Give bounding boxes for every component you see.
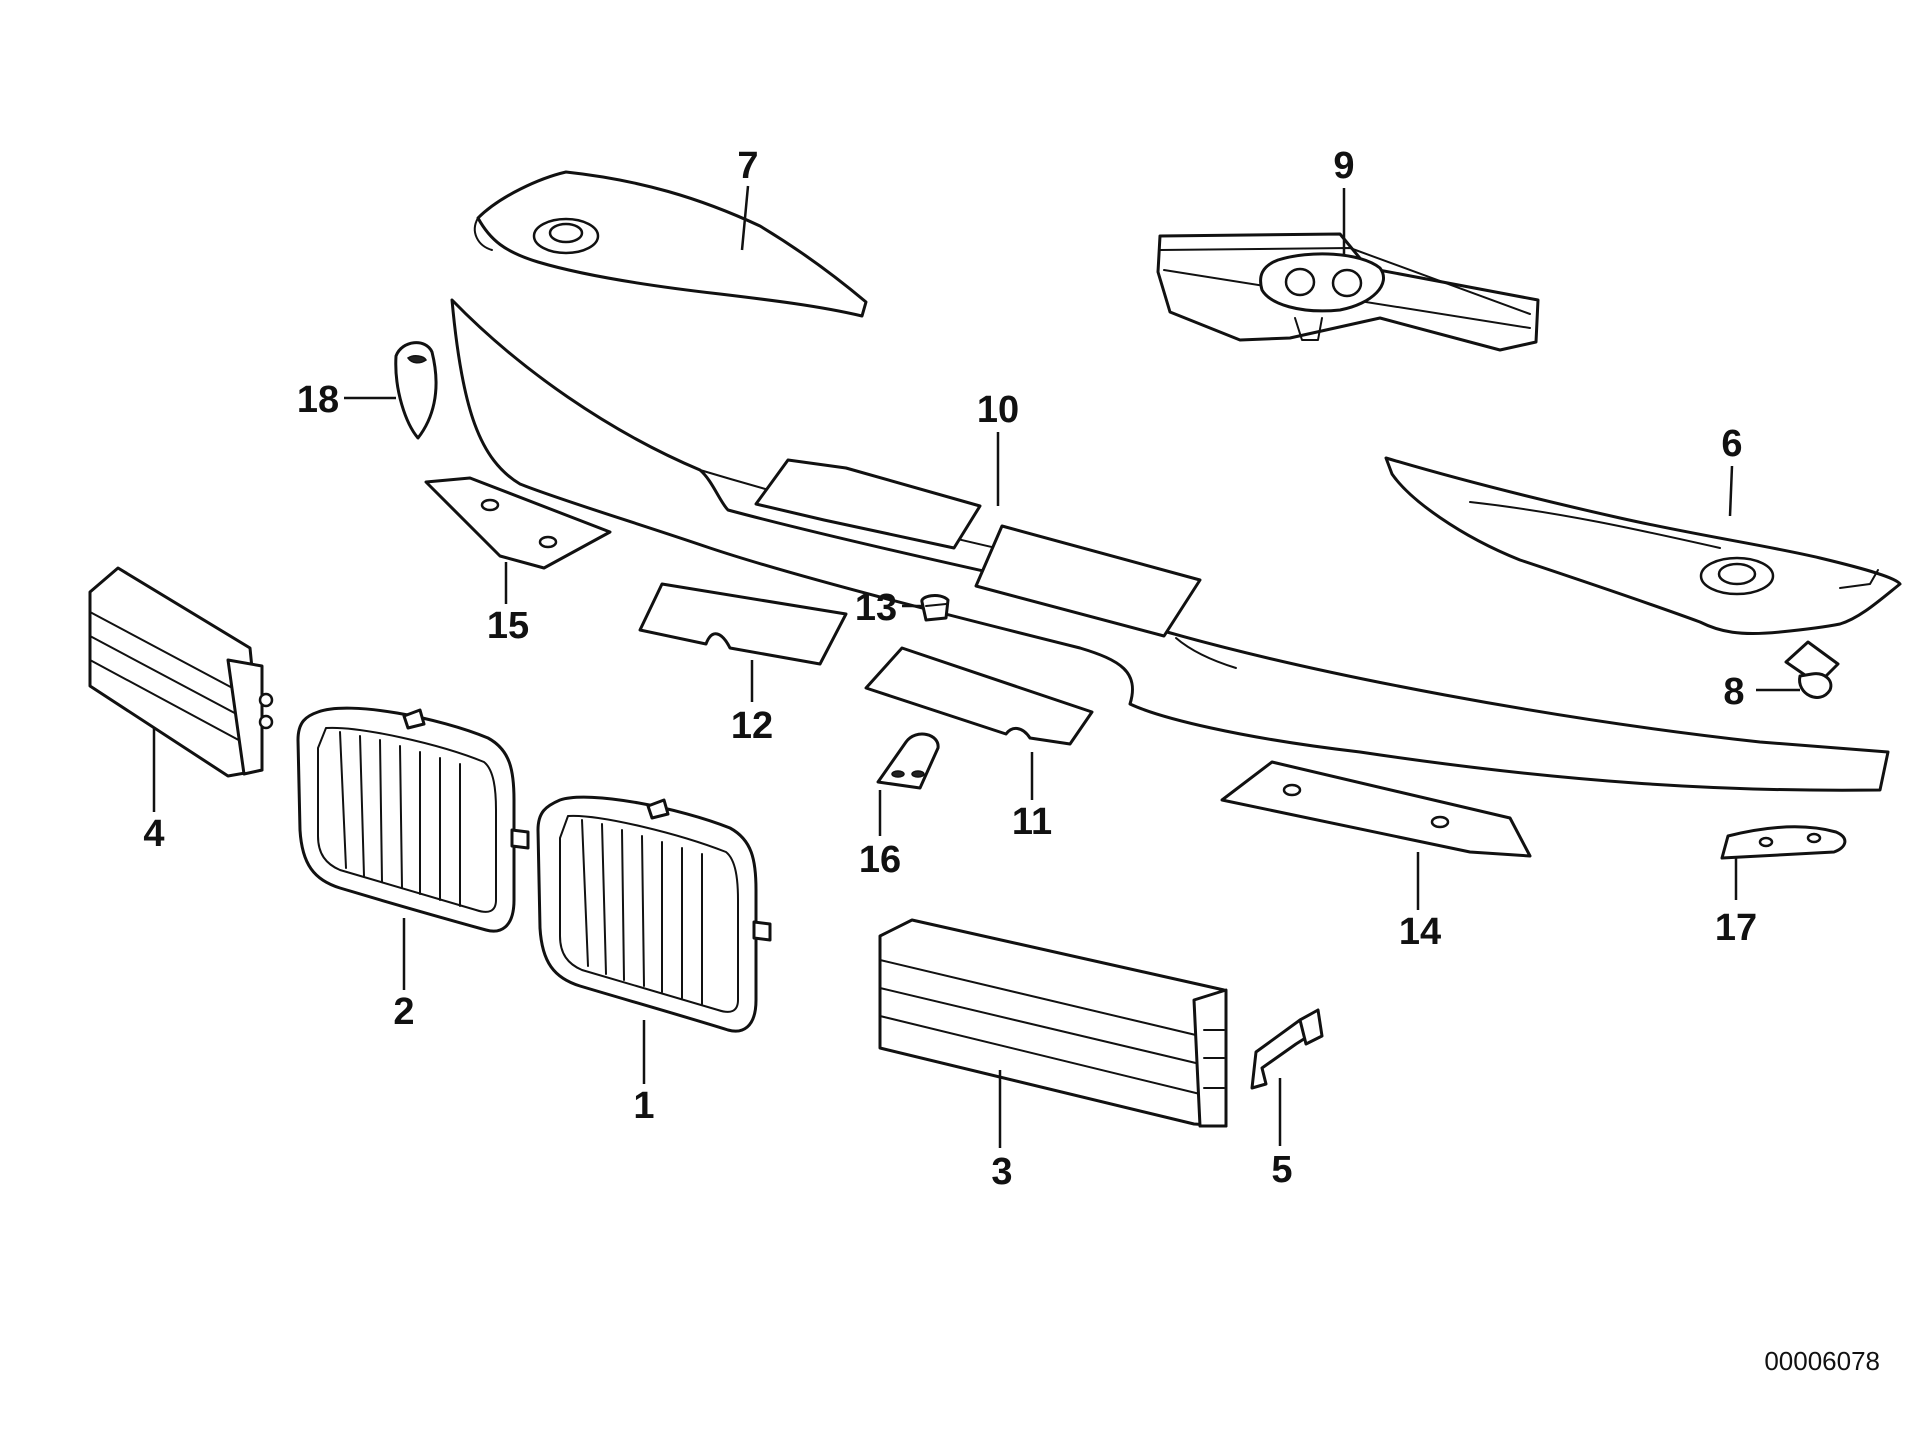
part-15-triangular-plate bbox=[424, 476, 612, 570]
callout-9: 9 bbox=[1333, 145, 1354, 187]
part-2-left-kidney-grille bbox=[296, 706, 530, 933]
callout-4: 4 bbox=[143, 813, 164, 855]
callout-6: 6 bbox=[1721, 423, 1742, 465]
callout-3: 3 bbox=[991, 1151, 1012, 1193]
part-11-mesh-grille bbox=[864, 646, 1094, 746]
part-10-main-cover-panel bbox=[450, 298, 1890, 792]
part-6-right-upper-panel bbox=[1384, 456, 1902, 635]
callout-7: 7 bbox=[737, 145, 758, 187]
part-9-top-bracket bbox=[1156, 232, 1540, 352]
part-16-small-tab bbox=[876, 732, 940, 790]
part-3-lower-louver bbox=[878, 918, 1228, 1128]
callout-16: 16 bbox=[859, 839, 901, 881]
drawing-number: 00006078 bbox=[1764, 1346, 1880, 1376]
part-13-grommet bbox=[920, 594, 950, 622]
callout-15: 15 bbox=[487, 605, 529, 647]
part-12-mesh-grille bbox=[638, 582, 848, 666]
leader-6 bbox=[1728, 465, 1734, 517]
callout-18: 18 bbox=[297, 379, 339, 421]
callout-8: 8 bbox=[1723, 671, 1744, 713]
part-4-left-louver bbox=[88, 566, 274, 778]
callout-1: 1 bbox=[633, 1085, 654, 1127]
callout-10: 10 bbox=[977, 389, 1019, 431]
part-18-small-panel bbox=[394, 341, 438, 440]
part-14-triangular-plate bbox=[1220, 760, 1532, 858]
leader-lines bbox=[152, 185, 1800, 1148]
callout-14: 14 bbox=[1399, 911, 1441, 953]
callout-12: 12 bbox=[731, 705, 773, 747]
leader-7 bbox=[740, 185, 750, 251]
part-8-clip bbox=[1784, 640, 1840, 699]
callout-11: 11 bbox=[1012, 801, 1052, 843]
callout-2: 2 bbox=[393, 991, 414, 1033]
part-1-right-kidney-grille bbox=[536, 795, 772, 1033]
part-17-small-plate bbox=[1720, 825, 1847, 860]
part-5-bracket-clip bbox=[1250, 1008, 1324, 1090]
callout-labels: 7 9 10 6 18 15 13 12 8 11 4 16 14 17 2 1… bbox=[143, 145, 1757, 1193]
callout-17: 17 bbox=[1715, 907, 1757, 949]
callout-13: 13 bbox=[855, 587, 897, 629]
callout-5: 5 bbox=[1271, 1149, 1292, 1191]
part-7-left-upper-panel bbox=[473, 170, 868, 318]
